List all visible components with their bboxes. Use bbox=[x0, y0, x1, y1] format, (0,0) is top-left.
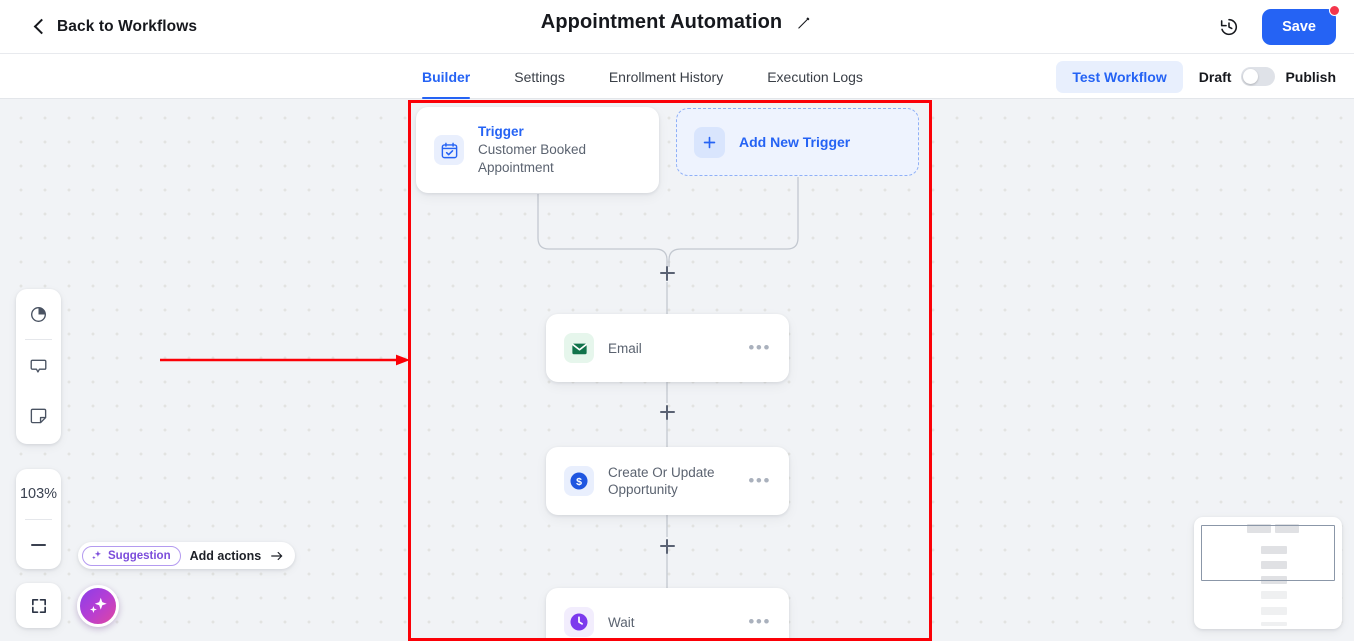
draft-label: Draft bbox=[1198, 68, 1232, 85]
node-menu-ellipsis-icon[interactable]: ••• bbox=[748, 338, 771, 357]
tab-execution-logs[interactable]: Execution Logs bbox=[767, 54, 863, 99]
minimap-node bbox=[1261, 622, 1287, 626]
workflow-node-opportunity-text: Create Or Update Opportunity bbox=[608, 464, 734, 498]
publish-toggle-group: Draft Publish bbox=[1199, 67, 1336, 86]
tab-settings-label: Settings bbox=[514, 68, 565, 85]
back-to-workflows-label: Back to Workflows bbox=[57, 17, 198, 35]
add-new-trigger-label: Add New Trigger bbox=[739, 134, 851, 150]
analytics-icon[interactable] bbox=[16, 289, 61, 339]
workflow-node-opportunity-title: Create Or Update Opportunity bbox=[608, 465, 715, 497]
note-icon[interactable] bbox=[16, 390, 61, 440]
workflow-node-opportunity[interactable]: $ Create Or Update Opportunity ••• bbox=[546, 447, 789, 515]
zoom-out-button[interactable] bbox=[16, 520, 61, 569]
canvas-minimap[interactable] bbox=[1194, 517, 1342, 629]
workflow-node-wait-title: Wait bbox=[608, 614, 635, 630]
header-actions: Save bbox=[1218, 0, 1340, 54]
dollar-circle-icon: $ bbox=[564, 466, 594, 496]
top-header-bar: Back to Workflows Appointment Automation… bbox=[0, 0, 1354, 54]
workflow-node-wait-text: Wait bbox=[608, 614, 734, 631]
trigger-card[interactable]: Trigger Customer Booked Appointment bbox=[416, 107, 659, 193]
trigger-card-text: Trigger Customer Booked Appointment bbox=[478, 123, 641, 177]
fit-screen-icon bbox=[31, 598, 46, 613]
node-menu-ellipsis-icon[interactable]: ••• bbox=[748, 612, 771, 631]
suggestion-bar: Suggestion Add actions bbox=[78, 542, 296, 569]
minimap-node bbox=[1261, 561, 1287, 569]
publish-toggle[interactable] bbox=[1241, 67, 1276, 86]
zoom-level-value[interactable]: 103% bbox=[19, 486, 58, 502]
envelope-icon bbox=[564, 333, 594, 363]
canvas-tool-stack bbox=[16, 289, 61, 444]
tab-settings[interactable]: Settings bbox=[514, 54, 565, 99]
ai-assistant-fab[interactable] bbox=[77, 585, 119, 627]
page-title: Appointment Automation bbox=[540, 11, 783, 33]
minimap-node bbox=[1247, 524, 1271, 533]
svg-text:$: $ bbox=[576, 476, 582, 488]
add-actions-label[interactable]: Add actions bbox=[189, 548, 262, 563]
unsaved-changes-badge bbox=[1329, 5, 1340, 16]
arrow-right-icon[interactable] bbox=[270, 550, 284, 562]
tab-builder-label: Builder bbox=[422, 68, 471, 85]
workflow-node-email[interactable]: Email ••• bbox=[546, 314, 789, 382]
sparkle-icon bbox=[89, 597, 107, 613]
tab-execution-logs-label: Execution Logs bbox=[767, 68, 863, 85]
clock-history-icon[interactable] bbox=[1218, 16, 1240, 38]
suggestion-pill[interactable]: Suggestion bbox=[82, 545, 181, 566]
calendar-check-icon bbox=[434, 135, 464, 165]
zoom-control-card: 103% bbox=[16, 469, 61, 569]
minimap-content bbox=[1201, 524, 1335, 626]
add-new-trigger-button[interactable]: Add New Trigger bbox=[676, 108, 919, 176]
workflow-tab-bar: Builder Settings Enrollment History Exec… bbox=[0, 54, 1354, 99]
tabbar-right-actions: Test Workflow Draft Publish bbox=[1056, 54, 1336, 99]
back-to-workflows-button[interactable]: Back to Workflows bbox=[33, 17, 198, 36]
minimap-node bbox=[1275, 524, 1299, 533]
workflow-canvas[interactable]: Trigger Customer Booked Appointment Add … bbox=[0, 99, 1354, 641]
suggestion-pill-label: Suggestion bbox=[108, 549, 171, 562]
test-workflow-button[interactable]: Test Workflow bbox=[1056, 60, 1183, 93]
clock-icon bbox=[564, 607, 594, 637]
toolbar-divider bbox=[25, 339, 52, 340]
workflow-node-email-text: Email bbox=[608, 340, 734, 357]
minimap-node bbox=[1261, 607, 1287, 615]
trigger-card-subtitle-line1: Customer Booked bbox=[478, 142, 587, 157]
minimap-node bbox=[1261, 546, 1287, 554]
add-step-after-opportunity[interactable] bbox=[658, 537, 676, 555]
add-step-after-trigger[interactable] bbox=[658, 264, 676, 282]
trigger-card-subtitle-line2: Appointment bbox=[478, 160, 554, 175]
publish-label: Publish bbox=[1285, 68, 1336, 85]
tab-enrollment-history[interactable]: Enrollment History bbox=[609, 54, 723, 99]
save-button[interactable]: Save bbox=[1262, 5, 1340, 45]
sparkle-icon bbox=[92, 550, 101, 560]
chevron-left-icon bbox=[33, 18, 50, 35]
plus-icon bbox=[694, 126, 725, 158]
toggle-knob bbox=[1243, 69, 1259, 84]
tab-enrollment-history-label: Enrollment History bbox=[608, 68, 724, 85]
minimap-node bbox=[1261, 591, 1287, 599]
tab-list: Builder Settings Enrollment History Exec… bbox=[422, 54, 863, 99]
zoom-divider bbox=[25, 519, 52, 520]
trigger-card-label: Trigger bbox=[478, 124, 524, 139]
minus-icon bbox=[31, 543, 46, 546]
workflow-node-email-title: Email bbox=[608, 340, 642, 356]
tab-builder[interactable]: Builder bbox=[422, 54, 471, 99]
comment-icon[interactable] bbox=[16, 340, 61, 390]
save-button-label: Save bbox=[1282, 19, 1316, 35]
minimap-viewport-indicator[interactable] bbox=[1201, 525, 1335, 581]
fit-to-screen-button[interactable] bbox=[16, 583, 61, 628]
workflow-node-wait[interactable]: Wait ••• bbox=[546, 588, 789, 641]
pencil-icon[interactable] bbox=[796, 14, 813, 31]
add-step-after-email[interactable] bbox=[658, 403, 676, 421]
workflow-title-group: Appointment Automation bbox=[541, 11, 813, 34]
node-menu-ellipsis-icon[interactable]: ••• bbox=[748, 471, 771, 490]
